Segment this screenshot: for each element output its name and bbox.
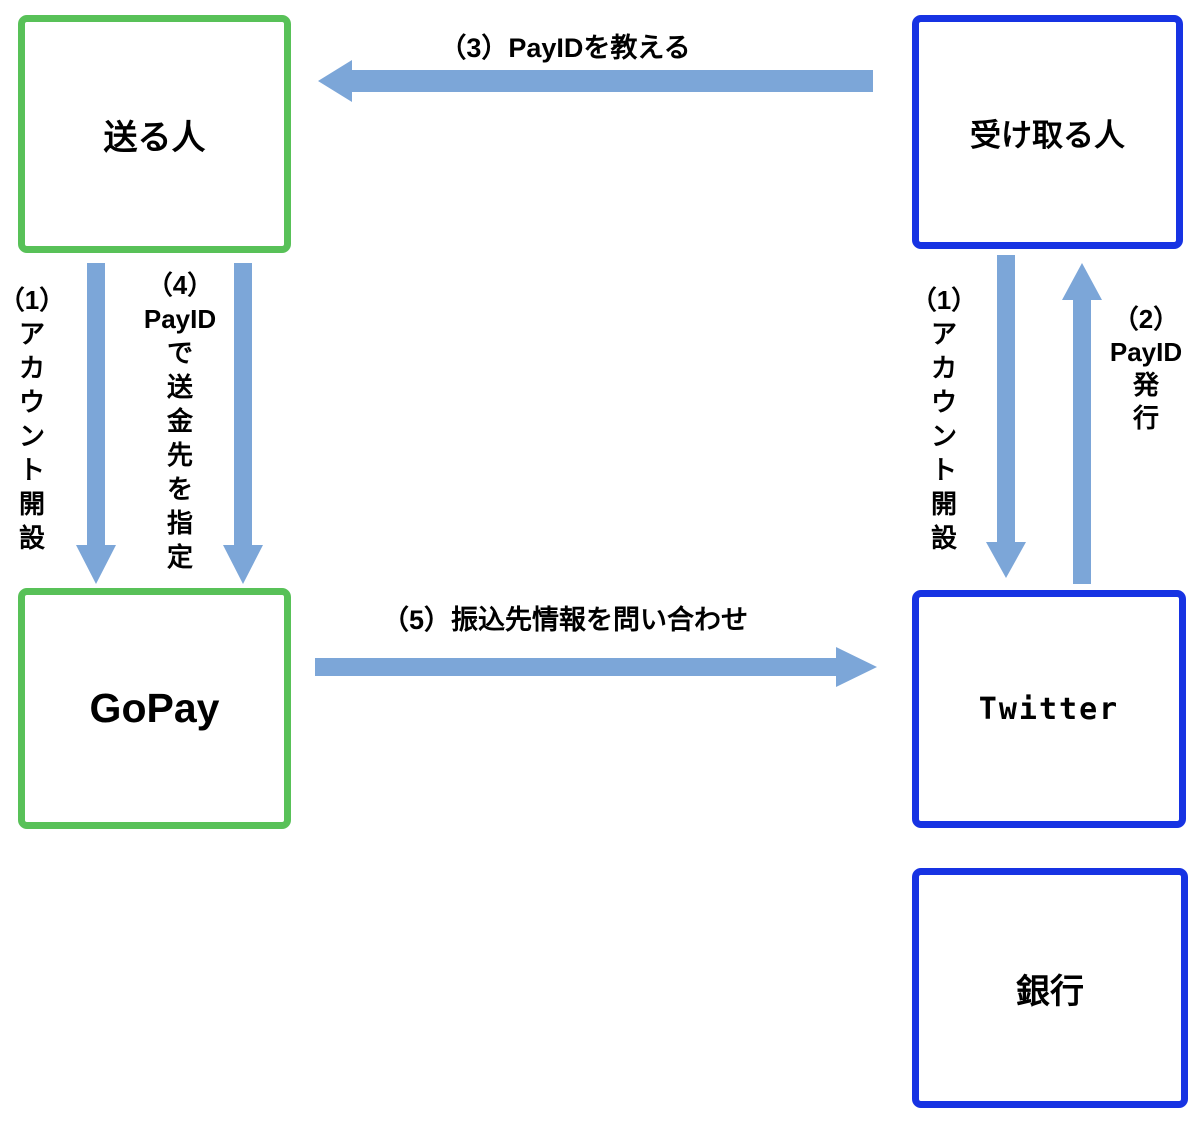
node-sender: 送る人 bbox=[18, 15, 291, 253]
node-sender-label: 送る人 bbox=[103, 118, 206, 157]
node-twitter: Twitter bbox=[912, 590, 1186, 828]
arrow-step1-right bbox=[986, 255, 1026, 578]
arrow-step5-label: （5）振込先情報を問い合わせ bbox=[381, 605, 748, 635]
node-receiver-label: 受け取る人 bbox=[970, 117, 1125, 153]
arrow-step3 bbox=[318, 60, 873, 102]
arrow-step5 bbox=[315, 647, 877, 687]
node-twitter-label: Twitter bbox=[978, 691, 1120, 727]
arrow-step2 bbox=[1062, 263, 1102, 584]
arrow-step1-right-label: （1）アカウント開設 bbox=[910, 285, 978, 553]
arrow-step3-label: （3）PayIDを教える bbox=[439, 33, 691, 63]
node-receiver: 受け取る人 bbox=[912, 15, 1183, 249]
node-gopay: GoPay bbox=[18, 588, 291, 829]
arrow-step4 bbox=[223, 263, 263, 584]
node-bank-label: 銀行 bbox=[1016, 972, 1084, 1011]
arrow-step1-left bbox=[76, 263, 116, 584]
node-bank: 銀行 bbox=[912, 868, 1188, 1108]
node-gopay-label: GoPay bbox=[89, 685, 220, 731]
arrow-step1-left-label: （1）アカウント開設 bbox=[0, 285, 66, 553]
